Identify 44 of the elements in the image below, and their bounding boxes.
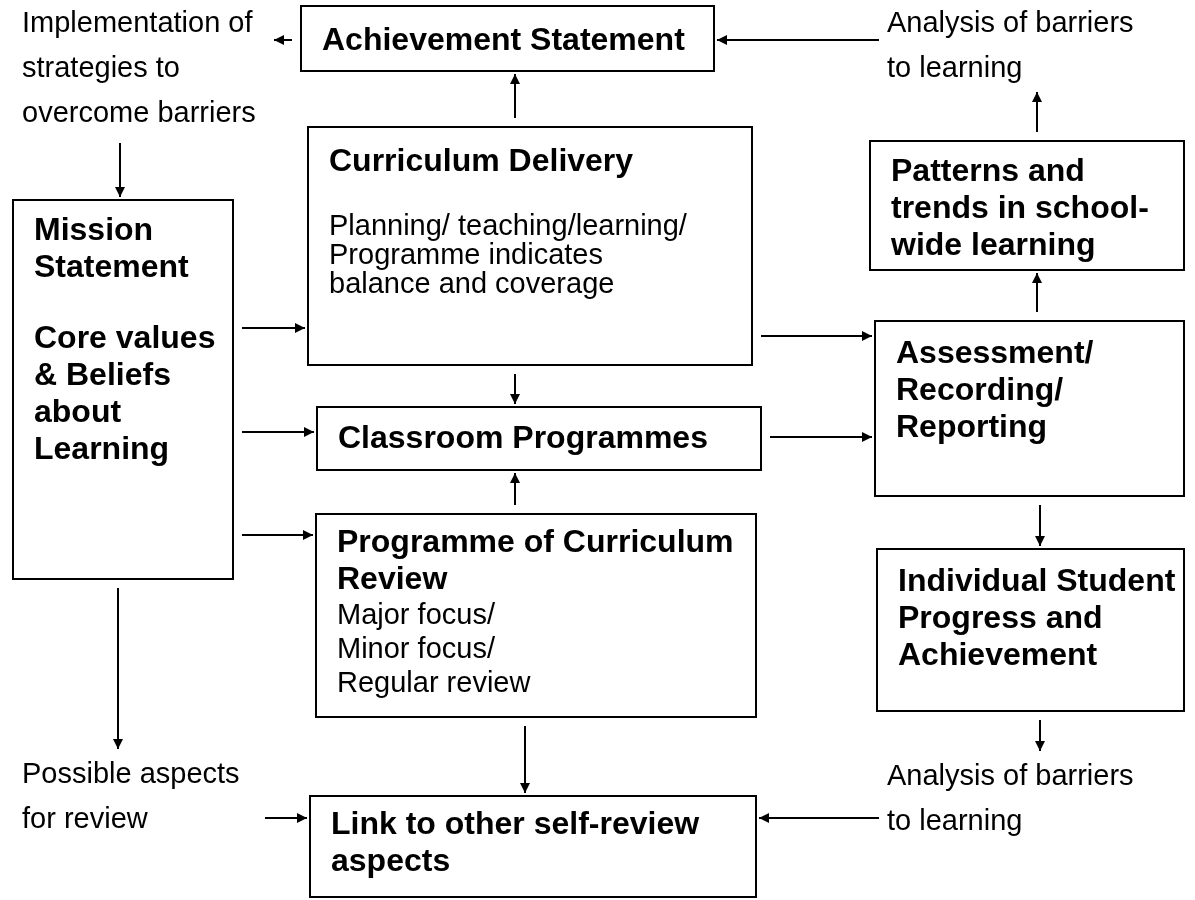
process-box [869,140,1185,271]
box-heading: Core values & Beliefs about Learning [34,319,217,467]
process-box [309,795,757,898]
arrow [1032,272,1042,313]
box-heading: Programme of Curriculum Review [337,523,735,597]
box-text: Planning/ teaching/learning/ Programme indicates balance and coverage [329,211,688,298]
note-text: Implementation of strategies to overcome barriers [22,0,272,135]
arrow [241,427,315,437]
arrow [241,323,306,333]
box-text: Major focus/ Minor focus/ Regular review [337,597,532,699]
process-box [316,406,762,471]
arrow [760,331,873,341]
process-box [874,320,1185,497]
arrow [716,35,880,45]
box-heading: Patterns and trends in school-wide learning [891,152,1150,263]
arrow [520,725,530,794]
arrow [1032,91,1042,133]
box-heading: Assessment/ Recording/ Reporting [896,334,1095,445]
arrow [510,373,520,405]
note-text: Possible aspects for review [22,751,257,841]
arrow [113,587,123,750]
box-heading: Mission Statement [34,211,190,285]
arrow [241,530,314,540]
arrow [769,432,873,442]
process-box [300,5,715,72]
process-box [315,513,757,718]
arrow [264,813,308,823]
box-heading: Individual Student Progress and Achievement [898,562,1177,673]
arrow [1035,504,1045,547]
arrow [758,813,880,823]
arrow [273,35,293,45]
arrow [1035,719,1045,752]
note-text: Analysis of barriers to learning [887,753,1142,843]
note-text: Analysis of barriers to learning [887,0,1142,90]
arrow [510,472,520,506]
box-heading: Curriculum Delivery [329,142,635,179]
process-box [876,548,1185,712]
process-box [307,126,753,366]
box-heading: Classroom Programmes [338,419,709,456]
box-heading: Achievement Statement [322,21,686,58]
process-box [12,199,234,580]
box-heading: Link to other self-review aspects [331,805,701,879]
arrow [510,73,520,119]
arrow [115,142,125,198]
